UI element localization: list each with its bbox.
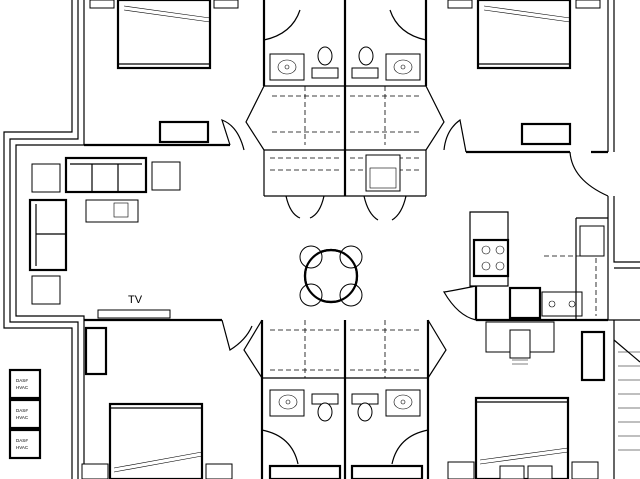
unit-label: HVAC <box>16 445 29 450</box>
bath-upper-left <box>263 9 345 145</box>
bedroom-lower-right <box>447 330 606 479</box>
exterior-walls <box>3 0 640 479</box>
stair <box>613 320 640 479</box>
unit-label: DAS# <box>16 408 28 413</box>
interior-walls <box>84 0 608 479</box>
dining-table <box>299 245 363 307</box>
bedroom-lower-left <box>81 319 253 479</box>
closets-upper <box>270 154 420 221</box>
vanity-wall-left <box>245 85 265 151</box>
bath-lower-right <box>345 320 429 479</box>
vanity-wall-lower-left <box>243 319 263 379</box>
bath-lower-left <box>261 320 345 479</box>
vanity-wall-lower-right <box>427 319 447 379</box>
bedroom-upper-right <box>443 0 609 197</box>
kitchen <box>442 211 608 365</box>
hvac-units <box>8 368 42 460</box>
unit-label: DAS# <box>16 438 28 443</box>
bath-upper-right <box>345 9 427 145</box>
bedroom-upper-left <box>89 0 245 151</box>
unit-label: HVAC <box>16 385 29 390</box>
unit-label: HVAC <box>16 415 29 420</box>
unit-label: DAS# <box>16 378 28 383</box>
living-room <box>28 156 181 319</box>
tv-label: TV <box>128 294 143 306</box>
vanity-wall-right <box>425 85 445 151</box>
